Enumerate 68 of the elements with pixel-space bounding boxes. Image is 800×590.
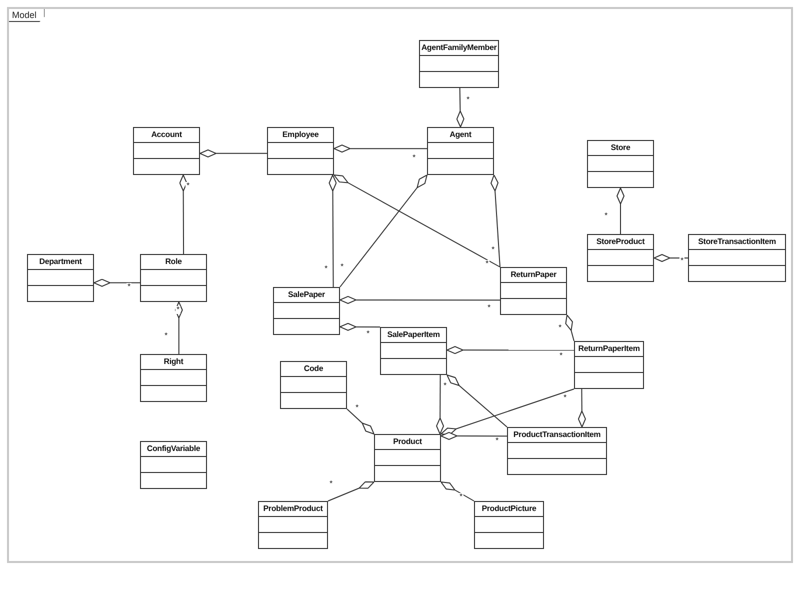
class-name: StoreTransactionItem — [697, 236, 777, 248]
class-box — [140, 354, 207, 402]
class-box — [380, 327, 447, 375]
aggregation-line — [440, 388, 574, 436]
class-name: Employee — [281, 129, 320, 141]
class-name: Agent — [448, 129, 472, 141]
aggregation-line — [436, 374, 444, 434]
class-name: Department — [38, 256, 83, 268]
class-name: Right — [162, 356, 184, 368]
class-box — [267, 127, 334, 175]
aggregation-line — [179, 174, 188, 254]
class-box — [574, 341, 644, 389]
class-box — [27, 254, 94, 302]
model-frame — [7, 7, 793, 563]
aggregation-line — [328, 174, 337, 288]
class-name: Product — [392, 436, 423, 448]
class-name: ProductTransactionItem — [512, 429, 602, 441]
aggregation-line — [456, 88, 464, 128]
aggregation-line — [334, 174, 500, 268]
aggregation-line — [174, 302, 183, 354]
aggregation-line — [340, 322, 380, 331]
class-box — [500, 267, 567, 315]
class-box — [140, 254, 207, 302]
aggregation-line — [578, 388, 586, 428]
class-box — [133, 127, 200, 175]
multiplicity-label: * — [185, 182, 191, 190]
aggregation-line — [446, 346, 574, 354]
multiplicity-label: * — [175, 306, 181, 314]
aggregation-line — [440, 432, 508, 440]
aggregation-line — [654, 254, 688, 262]
class-box — [280, 361, 347, 409]
class-box — [273, 287, 340, 335]
class-box — [258, 501, 328, 549]
class-box — [507, 427, 607, 475]
class-name: Account — [150, 129, 183, 141]
aggregation-line — [565, 314, 574, 342]
class-name: SalePaper — [287, 289, 326, 301]
class-box — [587, 234, 654, 282]
aggregation-line — [616, 188, 624, 234]
class-box — [419, 40, 499, 88]
class-name: ConfigVariable — [146, 443, 202, 455]
class-box — [587, 140, 654, 188]
aggregation-line — [334, 144, 428, 153]
class-box — [140, 441, 207, 489]
aggregation-line — [340, 174, 428, 288]
class-name: ProblemProduct — [262, 503, 324, 515]
aggregation-line — [200, 149, 268, 158]
aggregation-line — [340, 296, 500, 304]
aggregation-line — [328, 481, 374, 502]
frame-label: Model — [9, 9, 45, 22]
class-box — [688, 234, 786, 282]
class-name: Store — [610, 142, 632, 154]
class-box — [374, 434, 441, 482]
class-name: AgentFamilyMember — [420, 42, 498, 54]
class-box — [474, 501, 544, 549]
aggregation-line — [94, 278, 140, 287]
class-name: Code — [302, 363, 324, 375]
aggregation-line — [446, 374, 508, 428]
aggregation-line — [440, 482, 474, 502]
class-name: ReturnPaper — [510, 269, 558, 281]
class-box — [427, 127, 494, 175]
aggregation-line — [490, 174, 500, 268]
aggregation-line — [346, 408, 374, 434]
class-name: StoreProduct — [595, 236, 646, 248]
class-name: ProductPicture — [480, 503, 538, 515]
class-name: Role — [164, 256, 183, 268]
class-name: ReturnPaperItem — [577, 343, 641, 355]
class-name: SalePaperItem — [386, 329, 441, 341]
